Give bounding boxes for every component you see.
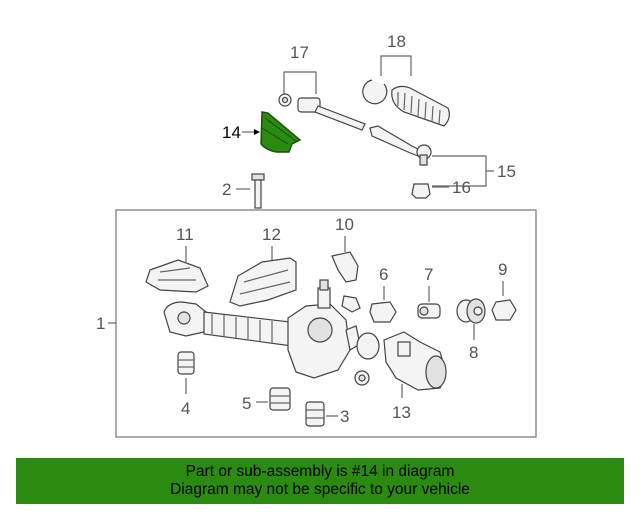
part-18-boot [391,85,450,127]
part-3-bushing [305,401,325,427]
leader-15 [432,155,494,187]
part-13-motor [383,331,447,391]
leader-14-arrowhead [254,129,260,135]
inner-tie-rod [297,97,366,131]
label-part-12: 12 [262,225,281,244]
label-part-5: 5 [242,394,251,413]
parts-diagram: 1 17 18 15 16 14 2 11 [96,32,537,438]
banner-line-1: Part or sub-assembly is #14 in diagram [185,463,455,480]
part-14-shield-detail [261,117,297,145]
part-2-bolt [251,173,265,209]
label-part-4: 4 [181,399,190,418]
banner-line-2: Diagram may not be specific to your vehi… [170,481,470,498]
part-6 [369,301,397,323]
label-part-13: 13 [392,403,411,422]
part-11-bracket [145,259,209,293]
part-8 [456,298,486,324]
label-part-14: 14 [222,123,241,142]
leader-18 [380,55,412,76]
label-part-11: 11 [176,225,194,244]
label-part-10: 10 [335,215,354,234]
part-12-shield [229,257,297,307]
part-14-highlighted [260,111,302,153]
small-washer-hole [358,374,366,382]
part-10-clip [341,295,361,313]
label-part-9: 9 [498,260,507,279]
label-part-17: 17 [290,43,309,62]
part-14-shield [260,111,302,153]
label-part-16: 16 [452,178,471,197]
label-part-2: 2 [222,180,231,199]
part-7 [417,303,441,319]
label-part-3: 3 [340,407,349,426]
part-18-clip [362,79,388,105]
steering-rack-housing [163,279,361,379]
label-part-7: 7 [424,265,433,284]
part-9-nut [491,299,517,321]
part-11-bracket-detail [158,267,196,281]
label-part-6: 6 [379,265,388,284]
part-12-shield-detail [239,269,291,295]
label-part-15: 15 [497,162,516,181]
part-17-washer-hole [281,96,289,104]
label-part-8: 8 [469,343,478,362]
part-5-bushing [269,387,291,411]
o-ring [356,332,380,360]
label-part-1: 1 [96,314,105,333]
info-banner: Part or sub-assembly is #14 in diagram D… [16,458,624,504]
label-part-18: 18 [387,32,406,51]
part-16-nut [411,183,431,199]
leader-17 [283,71,317,94]
part-15-outer-tie-rod [369,125,432,166]
part-10-sensor [331,251,359,283]
part-4-bushing [177,351,195,375]
